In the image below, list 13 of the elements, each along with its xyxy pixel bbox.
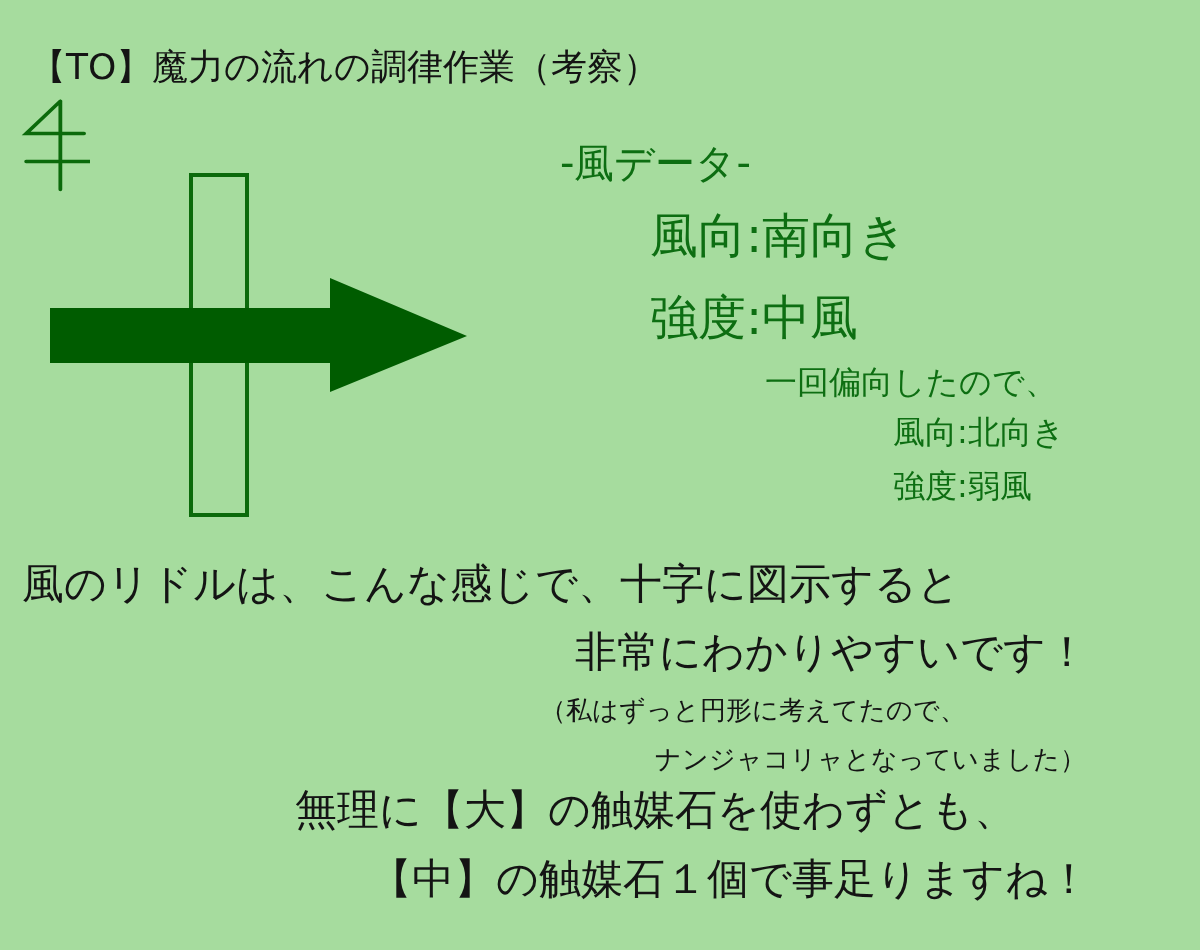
note-text: 一回偏向したので、 <box>765 364 1057 401</box>
data-line: 風向:南向き <box>650 208 908 264</box>
note-text: （私はずっと円形に考えてたので、 <box>540 696 966 726</box>
body-text: 無理に【大】の触媒石を使わずとも、 <box>295 786 1016 835</box>
section-heading: -風データ- <box>560 140 751 186</box>
data-line: 強度:弱風 <box>893 468 1032 505</box>
data-line: 強度:中風 <box>650 290 859 346</box>
body-text: 風のリドルは、こんな感じで、十字に図示すると <box>22 560 960 609</box>
body-text: 非常にわかりやすいです！ <box>575 628 1088 677</box>
data-line: 風向:北向き <box>893 414 1065 451</box>
note-text: ナンジャコリャとなっていました） <box>655 745 1086 775</box>
body-text: 【中】の触媒石１個で事足りますね！ <box>370 855 1090 904</box>
title: 【TO】魔力の流れの調律作業（考察） <box>30 46 660 88</box>
